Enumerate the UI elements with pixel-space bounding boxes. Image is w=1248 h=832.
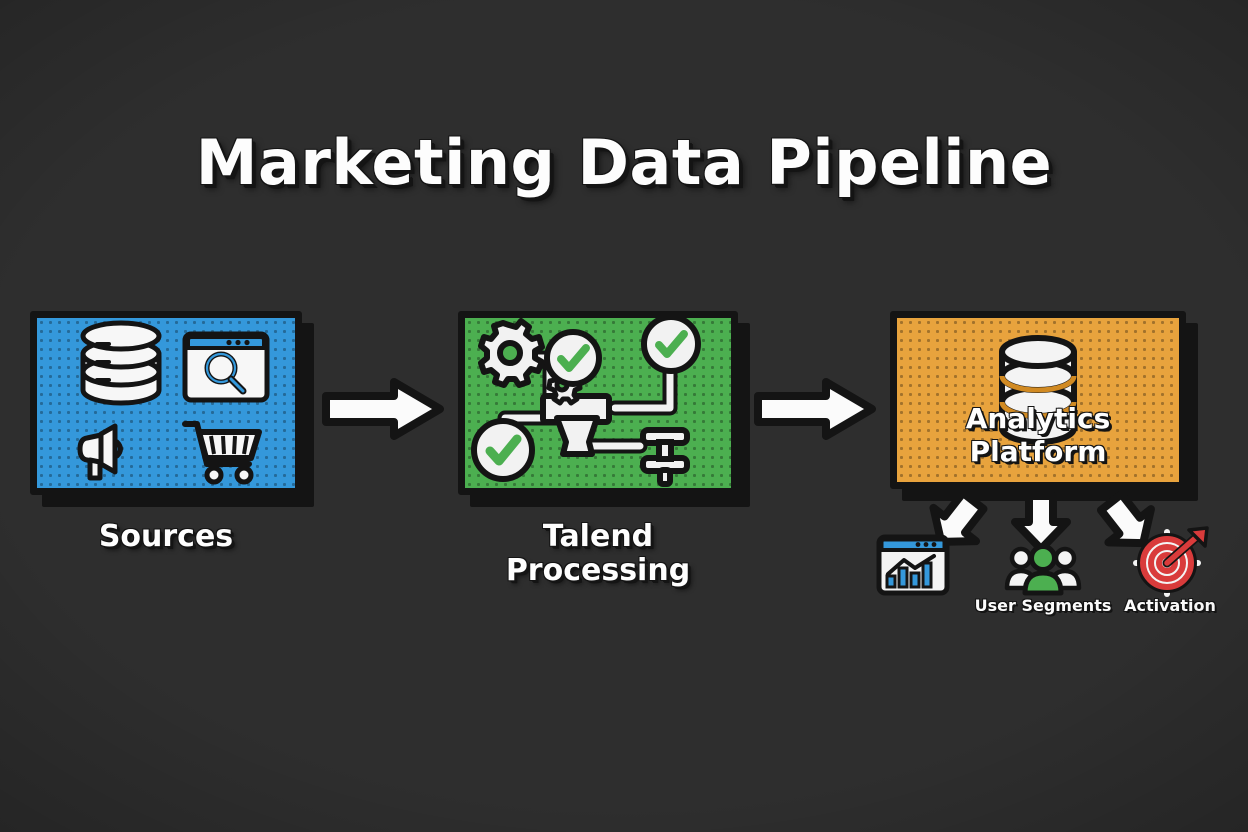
flange-icon xyxy=(640,427,690,487)
panel-body-analytics: Analytics Platform xyxy=(890,311,1186,489)
arrow-down-left xyxy=(920,488,996,552)
database-icon xyxy=(999,335,1077,445)
page-title: Marketing Data Pipeline xyxy=(195,126,1053,199)
dashboard-chart-icon[interactable] xyxy=(876,534,950,596)
check-circle-icon xyxy=(641,318,701,374)
person-center xyxy=(1022,544,1064,596)
browser-search-icon xyxy=(182,331,270,403)
stage-panel-processing[interactable] xyxy=(458,311,750,507)
panel-icon-group xyxy=(37,318,295,488)
database-icon xyxy=(80,320,162,406)
shopping-cart-icon xyxy=(182,421,262,485)
gear-large-icon xyxy=(478,318,545,388)
megaphone-icon xyxy=(77,423,123,481)
output-label-user-segments: User Segments xyxy=(974,596,1112,615)
panel-icon-group xyxy=(897,318,1179,482)
panel-body-sources xyxy=(30,311,302,495)
arrow-sources-to-processing xyxy=(322,378,446,440)
check-circle-icon xyxy=(544,329,602,387)
stage-label-analytics: Analytics Platform xyxy=(965,402,1111,468)
users-group-icon[interactable] xyxy=(1004,544,1082,596)
target-arrow-icon[interactable] xyxy=(1133,526,1211,598)
stage-panel-analytics[interactable]: Analytics Platform xyxy=(890,311,1198,501)
panel-body-processing xyxy=(458,311,738,495)
output-label-activation: Activation xyxy=(1124,596,1216,615)
stage-label-sources: Sources xyxy=(98,519,234,554)
stage-panel-sources[interactable] xyxy=(30,311,314,507)
stage-label-processing: Talend Processing xyxy=(505,519,691,588)
arrow-processing-to-analytics xyxy=(754,378,878,440)
panel-icon-group xyxy=(465,318,731,488)
arrow-down-right xyxy=(1090,490,1166,552)
check-circle-icon xyxy=(471,418,535,482)
arrow-down xyxy=(1008,492,1074,554)
